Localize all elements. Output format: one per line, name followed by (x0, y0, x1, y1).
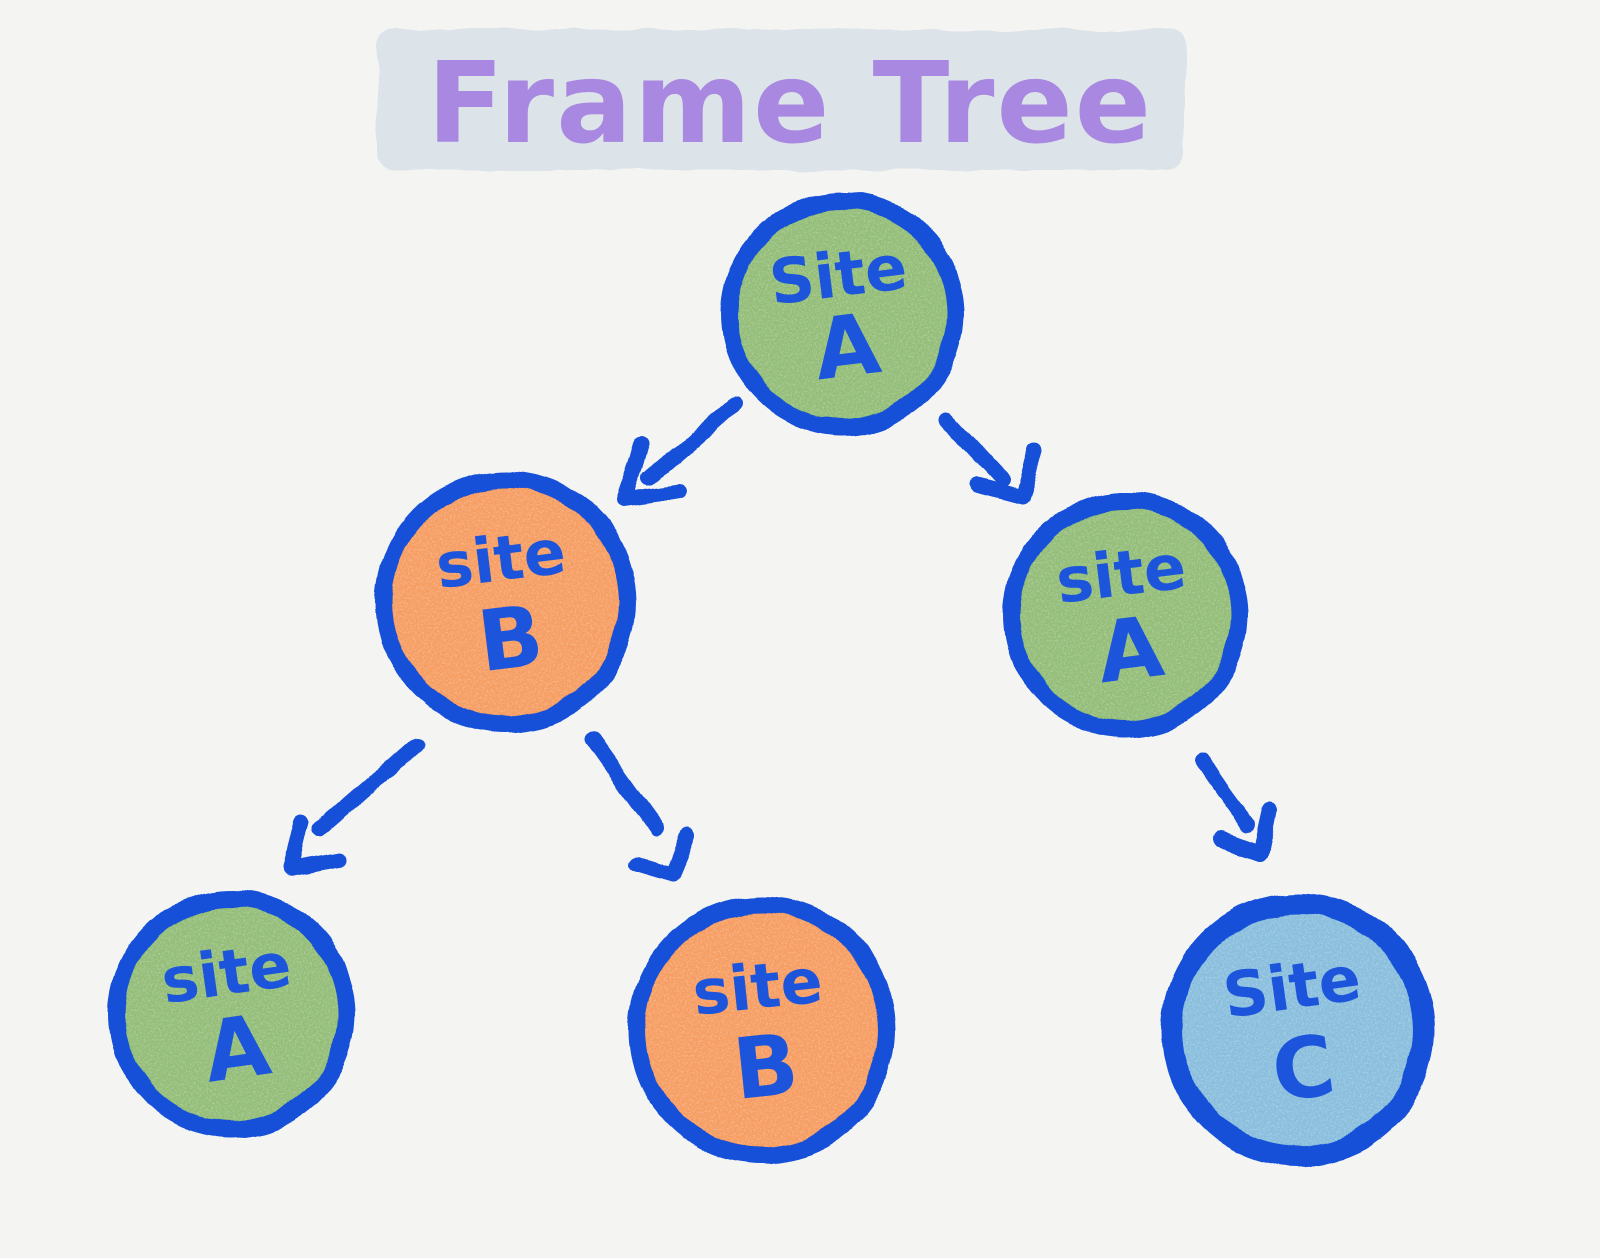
arrow-head-icon (283, 814, 348, 876)
node-site-a-mid: site A (1003, 492, 1249, 738)
arrow-shaft (642, 395, 743, 485)
node-label-line2: A (1092, 597, 1168, 702)
node-texture (646, 914, 878, 1146)
node-site-a-leaf: site A (108, 890, 356, 1138)
node-site-b-mid: site B (375, 471, 637, 733)
node-texture (739, 210, 947, 418)
edge-root-to-site-a-mid (939, 412, 1043, 505)
node-texture (1183, 915, 1413, 1145)
edge-site-a-mid-to-site-c (1195, 754, 1278, 860)
node-label-line2: A (198, 996, 276, 1102)
node-site-c-leaf: Site C (1161, 893, 1435, 1167)
node-label-line2: B (729, 1015, 803, 1119)
node-site-b-leaf: site B (628, 896, 896, 1164)
node-label-line1: site (432, 515, 570, 603)
arrow-shaft (1195, 754, 1256, 833)
node-texture (1021, 510, 1231, 720)
edge-site-b-to-site-a-leaf (283, 736, 425, 876)
node-texture (393, 489, 619, 715)
node-label-line1: site (157, 928, 296, 1018)
arrow-head-icon (969, 443, 1043, 505)
arrow-shaft (585, 732, 664, 836)
arrow-head-icon (628, 826, 696, 882)
node-site-a-root: Site A (721, 192, 965, 436)
node-texture (126, 908, 338, 1120)
arrow-shaft (939, 412, 1010, 487)
edge-site-b-to-site-b-leaf (585, 732, 696, 882)
node-label-line1: site (689, 944, 826, 1030)
title-highlight (377, 30, 1185, 170)
edge-root-to-site-b (617, 395, 743, 507)
arrow-head-icon (1213, 804, 1278, 860)
node-label-line1: Site (765, 230, 910, 319)
node-label-line2: B (473, 586, 548, 691)
node-label-line2: A (809, 294, 885, 399)
arrow-shaft (312, 736, 425, 837)
node-label-line1: site (1052, 530, 1190, 618)
page-title: Frame Tree (427, 39, 1153, 169)
node-label-line2: C (1266, 1016, 1341, 1122)
arrow-head-icon (617, 438, 689, 507)
title-block: Frame Tree (377, 30, 1185, 170)
